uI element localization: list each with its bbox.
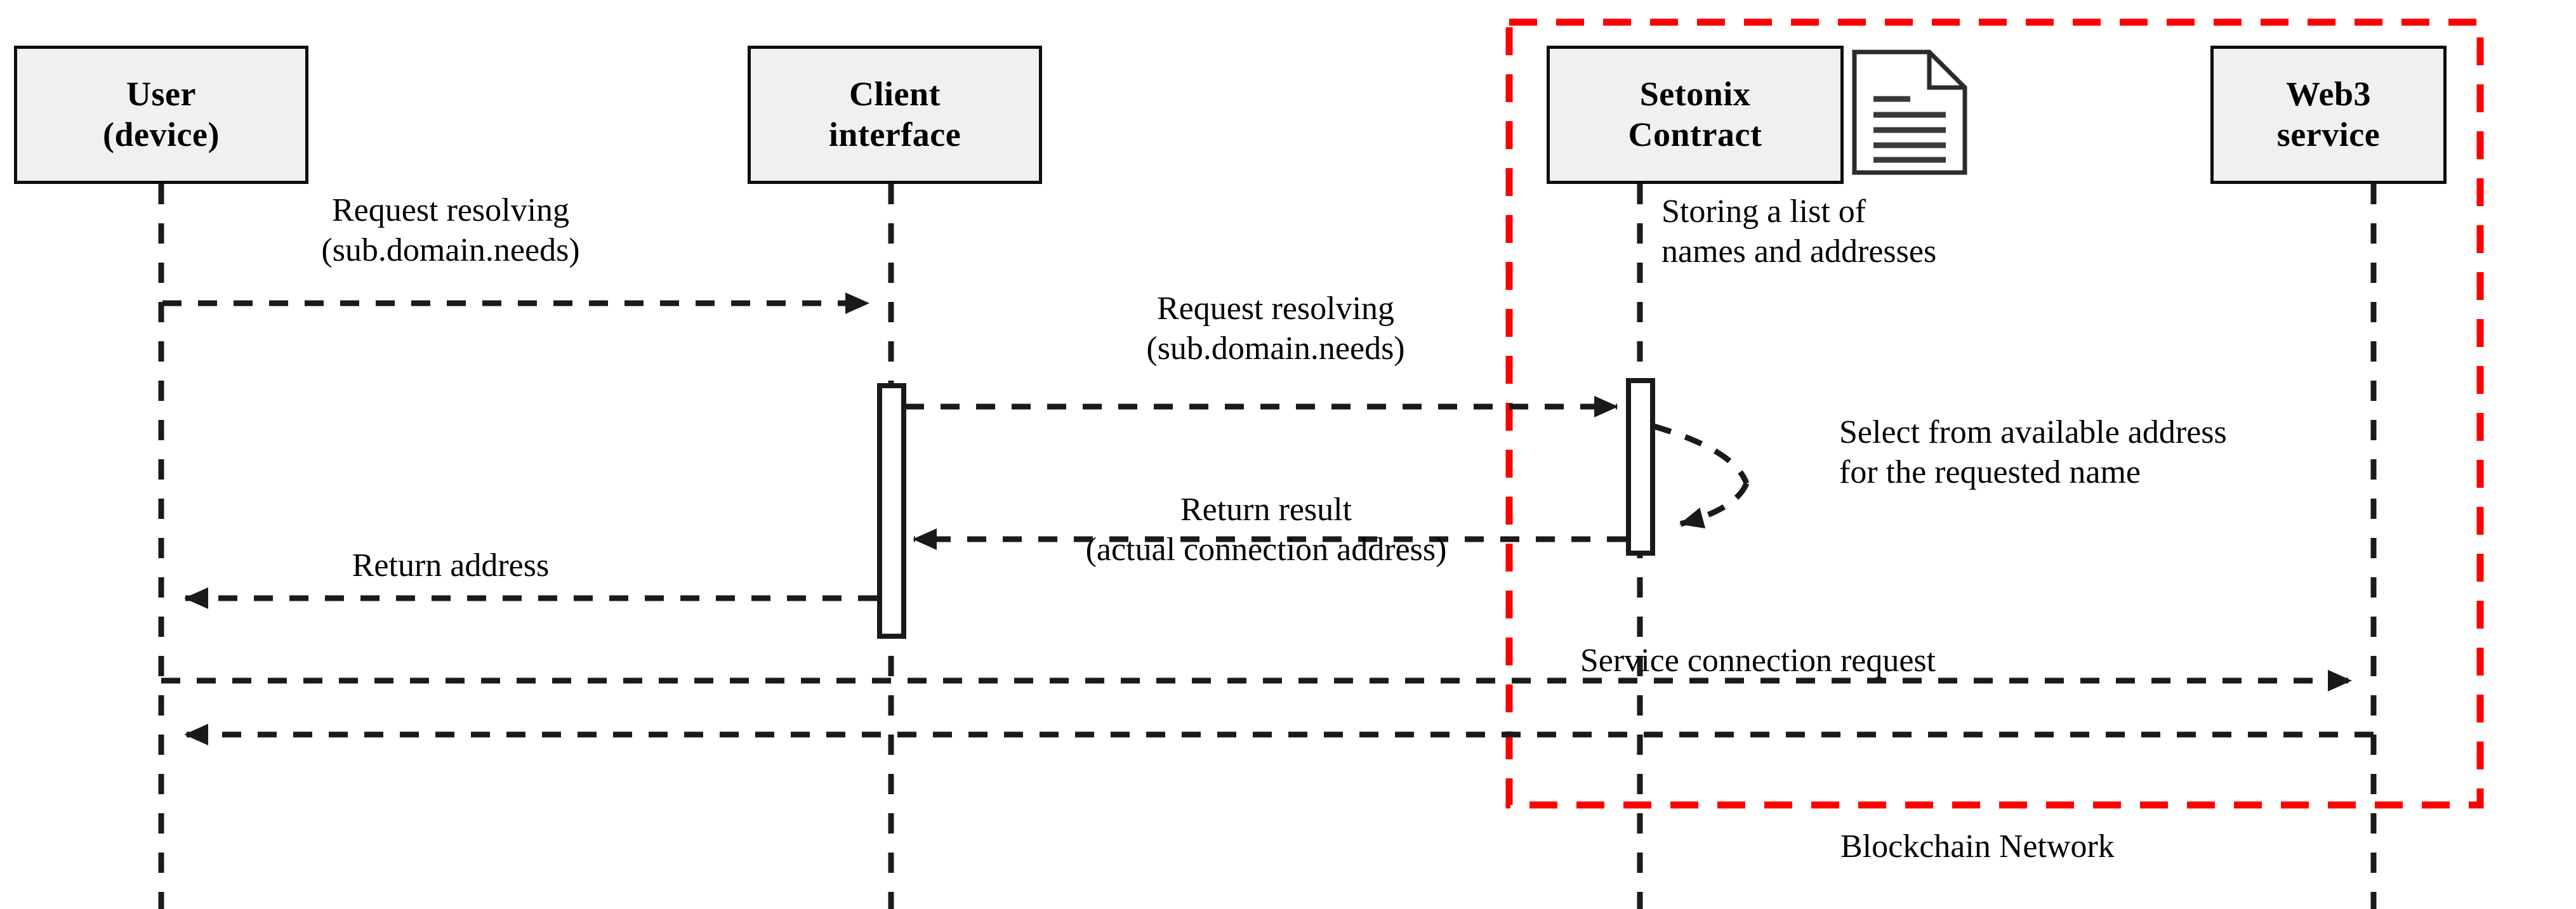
message-label-m5: Service connection request (1580, 643, 1936, 679)
participant-client-line2: interface (828, 115, 961, 154)
message-label-m1: Request resolving (sub.domain.needs) (321, 192, 580, 269)
message-label-m3: Return result (actual connection address… (1085, 492, 1447, 568)
participant-box-client[interactable]: Client interface (748, 46, 1042, 184)
participant-user-line2: (device) (103, 115, 220, 154)
participant-client-line1: Client (849, 75, 941, 114)
participant-box-user[interactable]: User (device) (14, 46, 308, 184)
participant-box-web3[interactable]: Web3 service (2210, 46, 2447, 184)
self-message-out (1653, 423, 1750, 485)
participant-web3-line1: Web3 (2285, 75, 2372, 114)
participant-web3-line2: service (2276, 115, 2381, 154)
activation-bar-setonix (1626, 378, 1655, 556)
note-storing-names-addresses: Storing a list of names and addresses (1661, 193, 1937, 270)
self-message-back (1679, 482, 1750, 529)
self-message-label: Select from available address for the re… (1839, 414, 2227, 491)
activation-bar-client (877, 383, 906, 639)
message-label-m2: Request resolving (sub.domain.needs) (1146, 291, 1405, 367)
participant-setonix-line1: Setonix (1639, 75, 1751, 114)
participant-setonix-line2: Contract (1628, 115, 1762, 154)
participant-box-setonix[interactable]: Setonix Contract (1547, 46, 1844, 184)
blockchain-network-boundary (1505, 18, 2484, 809)
participant-user-line1: User (126, 75, 196, 114)
document-icon (1852, 49, 1967, 175)
blockchain-network-caption: Blockchain Network (1840, 828, 2115, 865)
message-label-m4: Return address (352, 547, 550, 584)
